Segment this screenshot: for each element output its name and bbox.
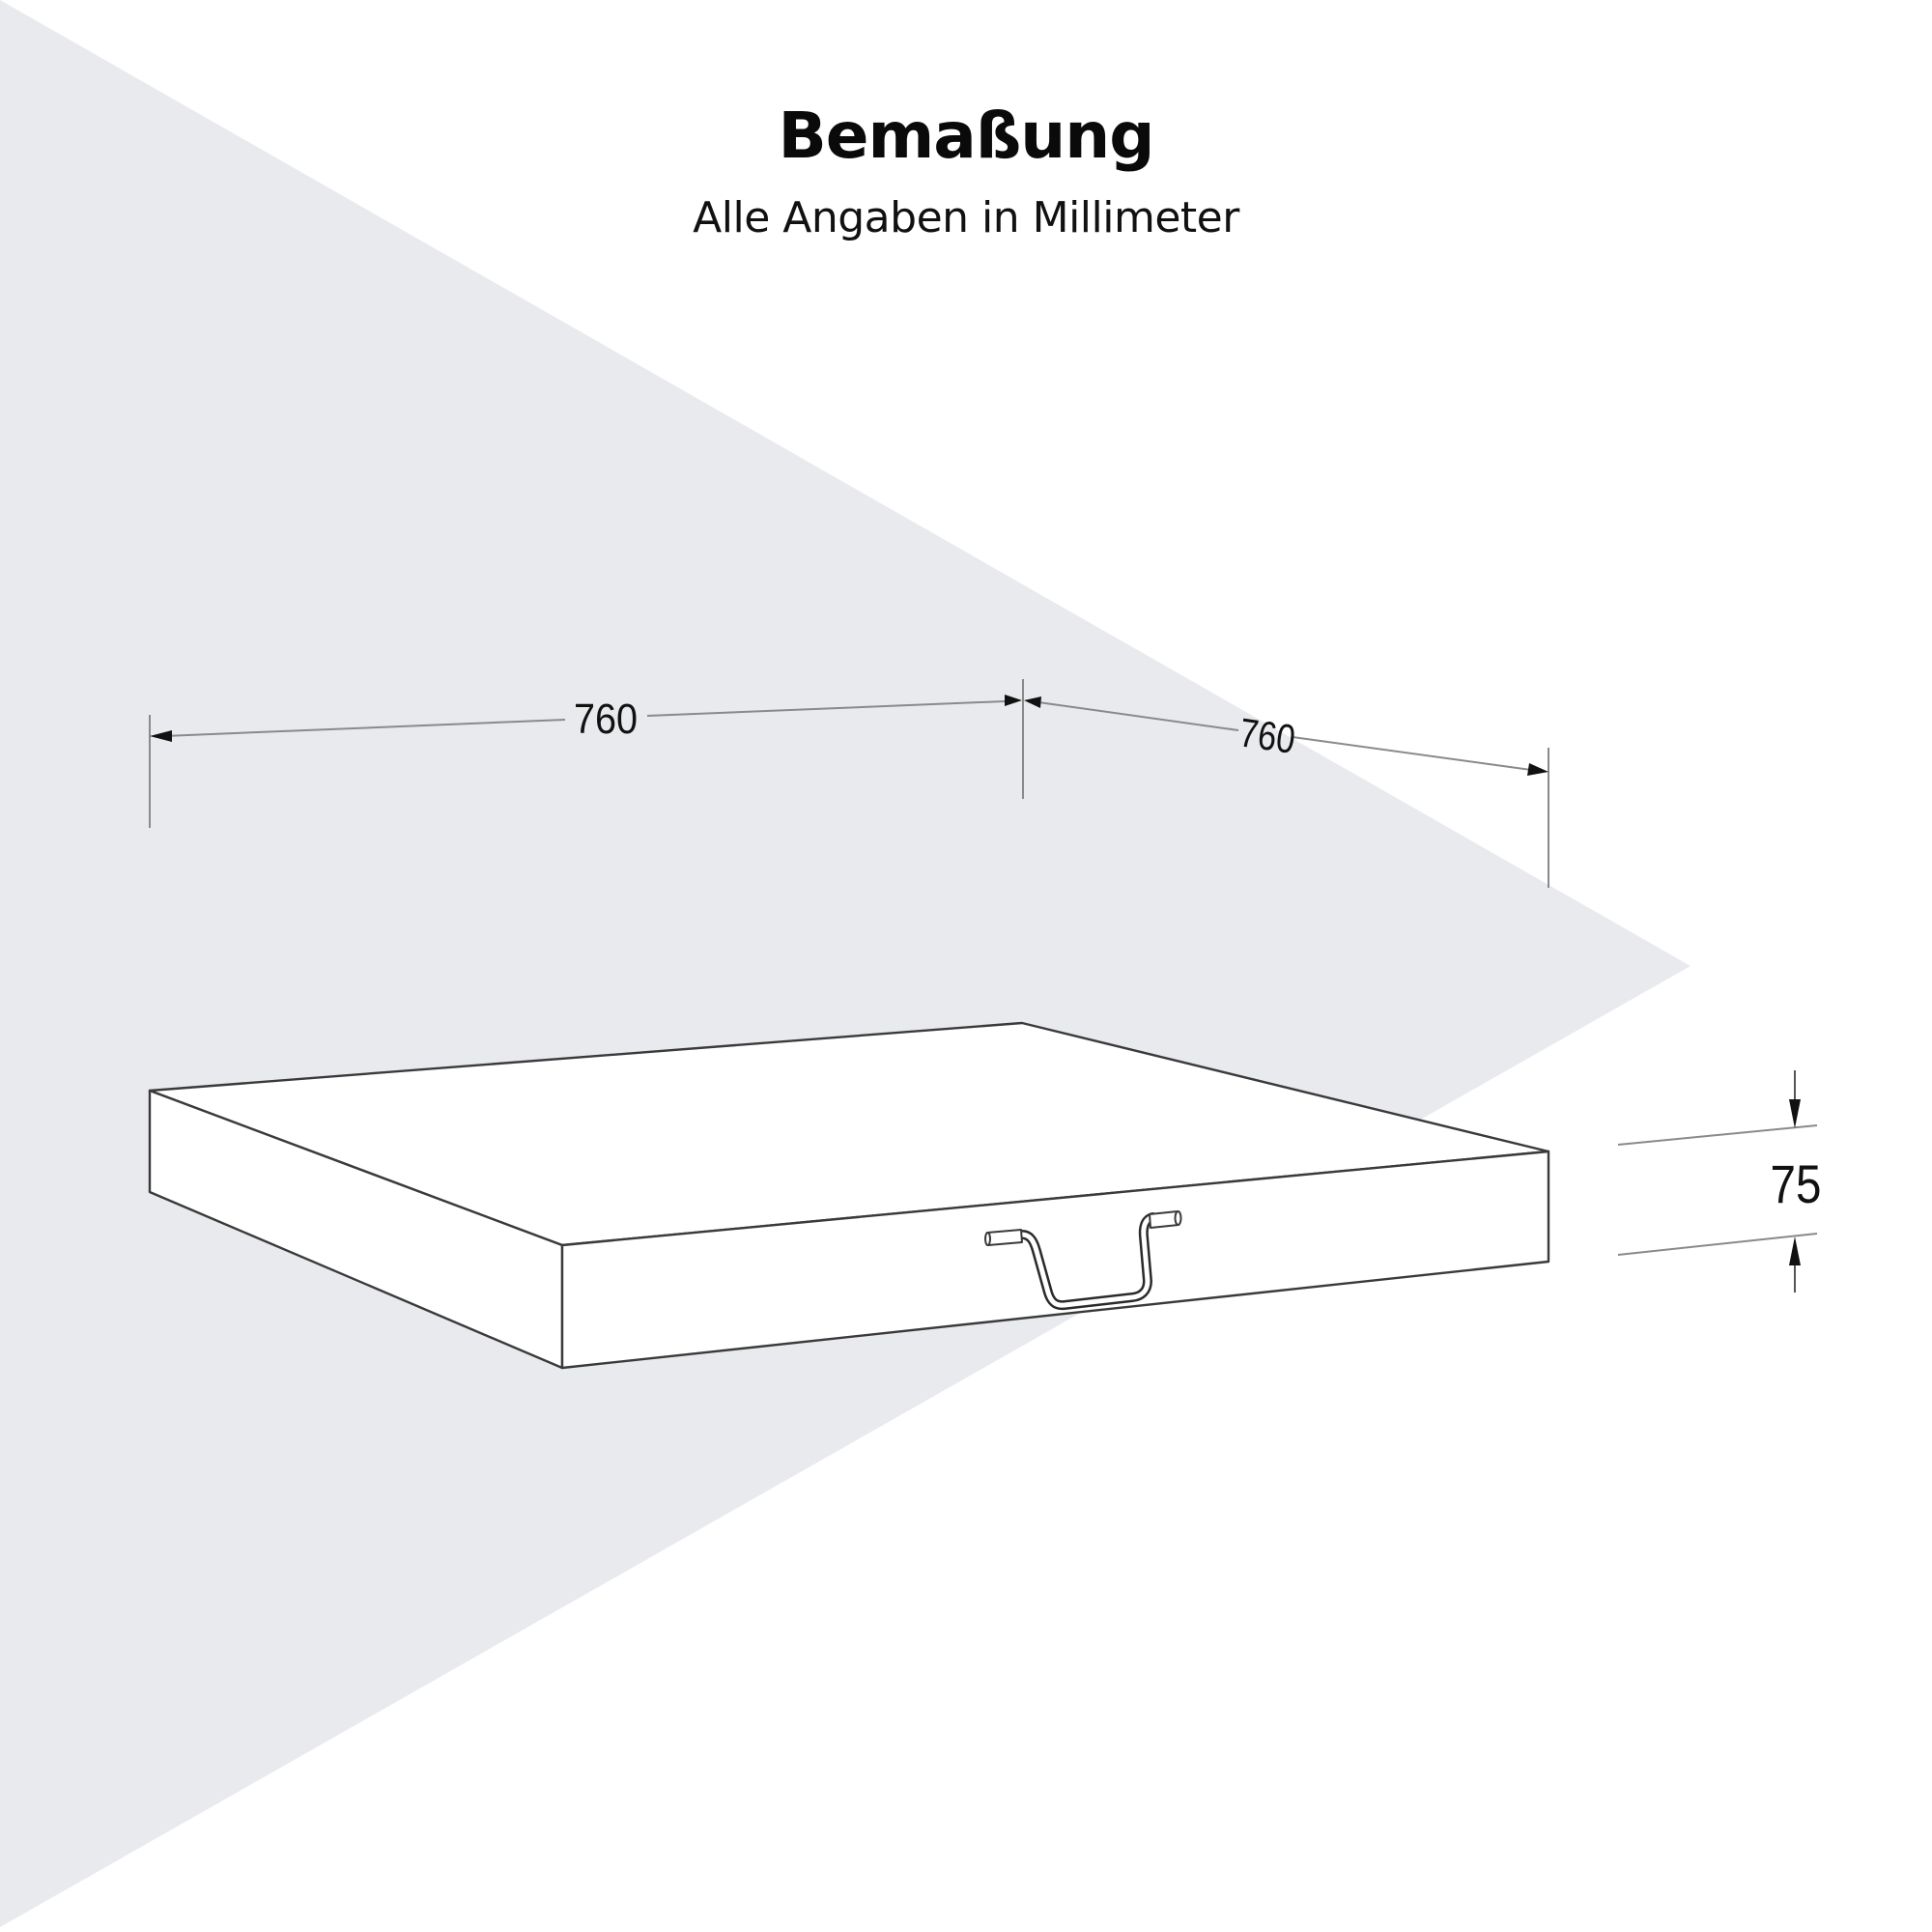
box-front-face [560,1150,1550,1370]
box-illustration [148,1021,1550,1370]
arrow-down-icon [1789,1099,1801,1128]
extension-line-height-bottom [1617,1233,1818,1256]
dimension-line-width-b [646,700,1006,717]
dimension-width: 760 [149,679,1024,828]
dimension-height-label: 75 [1771,1154,1822,1214]
arrow-middle-left-icon [1005,695,1022,706]
handle-left-pin [984,1229,1023,1246]
dimension-depth: 760 [1024,696,1549,888]
handle-right-pin [1149,1210,1182,1229]
dimension-width-label: 760 [574,695,638,742]
page-title: Bemaßung [778,99,1154,173]
dimension-line-width-a [163,719,566,737]
dimension-depth-label: 760 [1236,710,1297,763]
page-subtitle: Alle Angaben in Millimeter [693,193,1239,242]
arrow-right-icon [1527,763,1548,776]
dimension-line-depth-b [1292,736,1532,771]
dimension-height: 75 [1617,1070,1822,1293]
arrow-middle-right-icon [1024,696,1041,708]
dimension-line-depth-a [1037,701,1239,731]
wire-handle-icon [984,1210,1182,1311]
arrow-up-icon [1789,1236,1801,1265]
extension-line-height-top [1617,1124,1818,1146]
arrow-left-icon [150,730,172,742]
background-accent-triangle [0,0,1690,1927]
